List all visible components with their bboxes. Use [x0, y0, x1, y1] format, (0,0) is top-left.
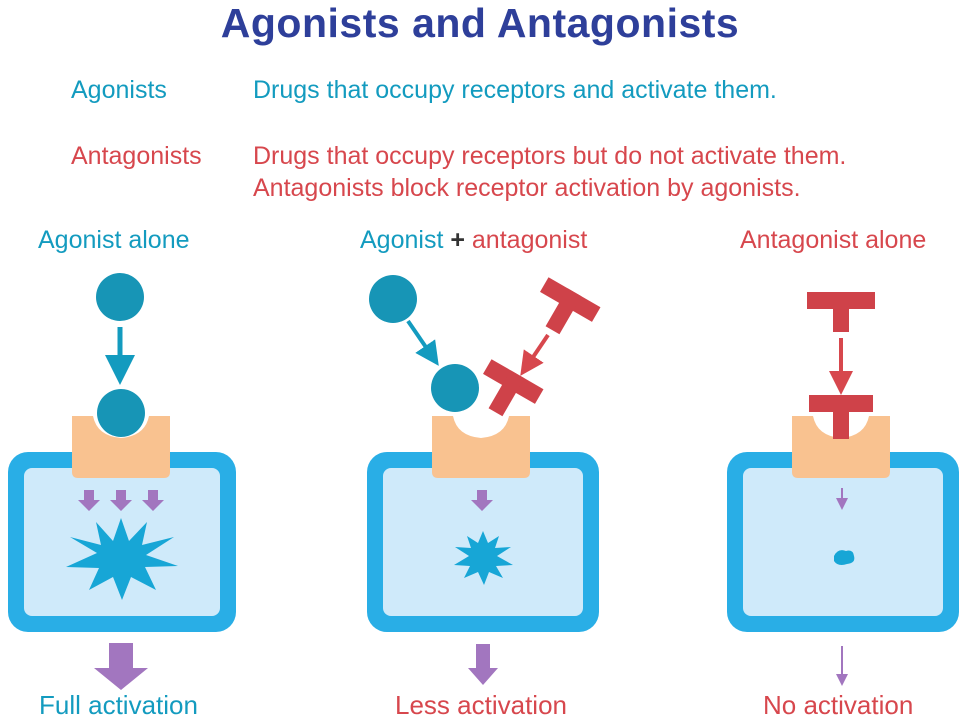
- antagonist-binding-arrow: [520, 333, 550, 376]
- bound-agonist: [97, 389, 145, 437]
- panel-antagonist-alone: [727, 292, 959, 686]
- minimal-activation-blob: [834, 550, 855, 565]
- antagonists-definition-line1: Drugs that occupy receptors but do not a…: [253, 142, 847, 170]
- panel-agonist-alone: [8, 273, 236, 690]
- panel-agonist-alone-result: Full activation: [39, 690, 198, 720]
- receptor: [432, 416, 530, 478]
- bound-agonist: [431, 364, 479, 412]
- bound-antagonist: [809, 395, 873, 439]
- panel-antagonist-alone-heading: Antagonist alone: [740, 226, 927, 254]
- signal-arrow-icon: [78, 490, 100, 511]
- receptor: [72, 416, 170, 478]
- page-title: Agonists and Antagonists: [220, 0, 740, 46]
- partial-activation-burst: [454, 531, 513, 585]
- agonist-molecule: [369, 275, 417, 323]
- cell-interior: [743, 468, 943, 616]
- agonist-binding-arrow: [406, 319, 439, 366]
- output-arrow-large: [94, 643, 148, 690]
- signal-arrow-icon: [142, 490, 164, 511]
- agonists-definition: Drugs that occupy receptors and activate…: [253, 76, 777, 104]
- panel-agonist-antagonist-heading: Agonist + antagonist: [360, 226, 587, 255]
- signal-arrow-icon: [110, 490, 132, 511]
- panel-antagonist-alone-result: No activation: [763, 690, 914, 720]
- receptor: [792, 416, 890, 478]
- output-arrow-medium: [468, 644, 498, 685]
- agonist-molecule: [96, 273, 144, 321]
- signal-arrow-icon: [471, 490, 493, 511]
- panel-agonist-antagonist-result: Less activation: [395, 690, 567, 720]
- antagonist-molecule: [540, 277, 601, 335]
- agonists-term: Agonists: [71, 76, 167, 104]
- antagonist-molecule: [807, 292, 875, 332]
- panel-agonist-alone-heading: Agonist alone: [38, 226, 190, 254]
- heading-plus-sign: +: [450, 226, 465, 254]
- heading-agonist-part: Agonist: [360, 226, 444, 254]
- full-activation-burst: [66, 518, 178, 600]
- competing-antagonist: [483, 359, 544, 417]
- antagonists-term: Antagonists: [71, 142, 202, 170]
- panel-agonist-plus-antagonist: [367, 275, 601, 685]
- antagonists-definition-line2: Antagonists block receptor activation by…: [253, 174, 801, 202]
- heading-antagonist-part: antagonist: [471, 226, 588, 254]
